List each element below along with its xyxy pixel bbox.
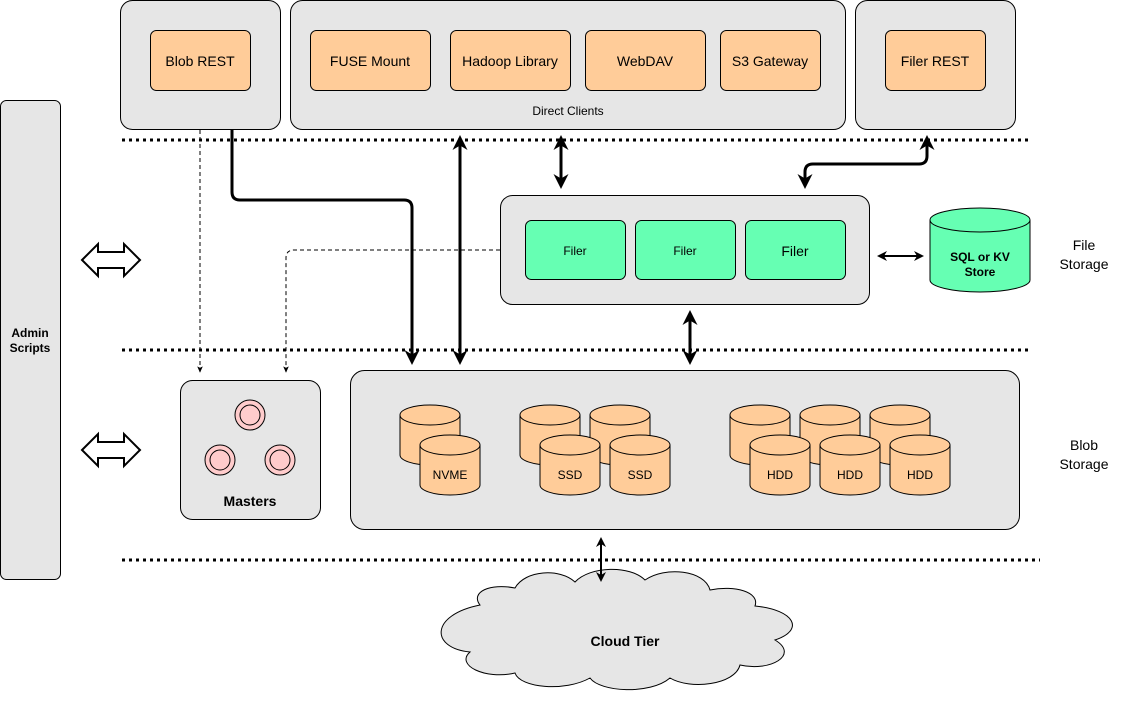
ssd-label-1: SSD bbox=[558, 468, 583, 482]
blob-rest-panel: Blob REST bbox=[120, 0, 281, 130]
ssd-label-2: SSD bbox=[628, 468, 653, 482]
blob-storage-label-line1: Blob bbox=[1070, 437, 1098, 453]
s3-gateway-label: S3 Gateway bbox=[732, 53, 808, 69]
file-storage-label-line2: Storage bbox=[1059, 256, 1108, 272]
cloud-tier[interactable]: Cloud Tier bbox=[440, 568, 793, 691]
admin-scripts-panel: Admin Scripts bbox=[0, 100, 61, 580]
filer-rest-panel: Filer REST bbox=[855, 0, 1016, 130]
hadoop-library-label: Hadoop Library bbox=[462, 53, 558, 69]
filer-rest-filer-connector bbox=[797, 135, 935, 189]
admin-scripts-label-line2: Scripts bbox=[10, 341, 51, 355]
blob-rest-to-volumes-connector bbox=[230, 130, 420, 365]
blob-rest-label: Blob REST bbox=[165, 53, 235, 69]
sql-kv-store-label-line2: Store bbox=[965, 265, 996, 279]
hdd-disk-cylinder-3[interactable]: HDD bbox=[889, 434, 951, 496]
hdd-disk-cylinder-2[interactable]: HDD bbox=[819, 434, 881, 496]
webdav-box[interactable] bbox=[585, 30, 706, 91]
s3-gateway-box[interactable] bbox=[720, 30, 821, 91]
blob-storage-label-line2: Storage bbox=[1059, 456, 1108, 472]
blob-rest-box[interactable] bbox=[150, 30, 251, 91]
nvme-label: NVME bbox=[433, 468, 468, 482]
admin-scripts-label-line1: Admin bbox=[11, 326, 48, 340]
volume-servers-panel: NVME SSD SSD bbox=[350, 370, 1020, 530]
filer-label-3: Filer bbox=[781, 243, 809, 259]
fuse-mount-box[interactable] bbox=[310, 30, 431, 91]
master-node-icon[interactable] bbox=[204, 444, 236, 476]
sql-kv-store-cylinder[interactable]: SQL or KV Store bbox=[929, 207, 1031, 293]
direct-clients-panel: FUSE Mount Hadoop Library WebDAV S3 Gate… bbox=[290, 0, 846, 130]
filer-rest-box[interactable] bbox=[885, 30, 986, 91]
sql-kv-store-label-line1: SQL or KV bbox=[950, 250, 1010, 264]
connectors bbox=[197, 130, 935, 582]
filer-box-2[interactable] bbox=[635, 220, 736, 280]
filer-label-2: Filer bbox=[673, 244, 696, 258]
cloud-tier-label: Cloud Tier bbox=[591, 633, 661, 649]
filer-box-3[interactable] bbox=[745, 220, 846, 280]
hdd-label-1: HDD bbox=[767, 468, 793, 482]
fuse-mount-label: FUSE Mount bbox=[330, 53, 410, 69]
nvme-disk-cylinder[interactable]: NVME bbox=[419, 434, 481, 496]
file-storage-label-line1: File bbox=[1073, 237, 1096, 253]
direct-clients-label: Direct Clients bbox=[532, 104, 603, 118]
filer-rest-label: Filer REST bbox=[901, 53, 970, 69]
masters-panel: Masters bbox=[180, 380, 321, 520]
ssd-disk-cylinder-2[interactable]: SSD bbox=[609, 434, 671, 496]
ssd-disk-cylinder-1[interactable]: SSD bbox=[539, 434, 601, 496]
filer-to-masters-connector bbox=[283, 249, 500, 373]
webdav-label: WebDAV bbox=[617, 53, 674, 69]
filer-box-1[interactable] bbox=[525, 220, 626, 280]
admin-blob-double-arrow-icon bbox=[80, 431, 142, 469]
hdd-disk-cylinder-1[interactable]: HDD bbox=[749, 434, 811, 496]
masters-label: Masters bbox=[224, 493, 277, 509]
filer-label-1: Filer bbox=[563, 244, 586, 258]
hdd-label-3: HDD bbox=[907, 468, 933, 482]
master-node-icon[interactable] bbox=[234, 399, 266, 431]
hadoop-library-box[interactable] bbox=[450, 30, 571, 91]
admin-file-double-arrow-icon bbox=[80, 241, 142, 279]
filer-panel: Filer Filer Filer bbox=[500, 195, 870, 305]
hdd-label-2: HDD bbox=[837, 468, 863, 482]
master-node-icon[interactable] bbox=[264, 444, 296, 476]
